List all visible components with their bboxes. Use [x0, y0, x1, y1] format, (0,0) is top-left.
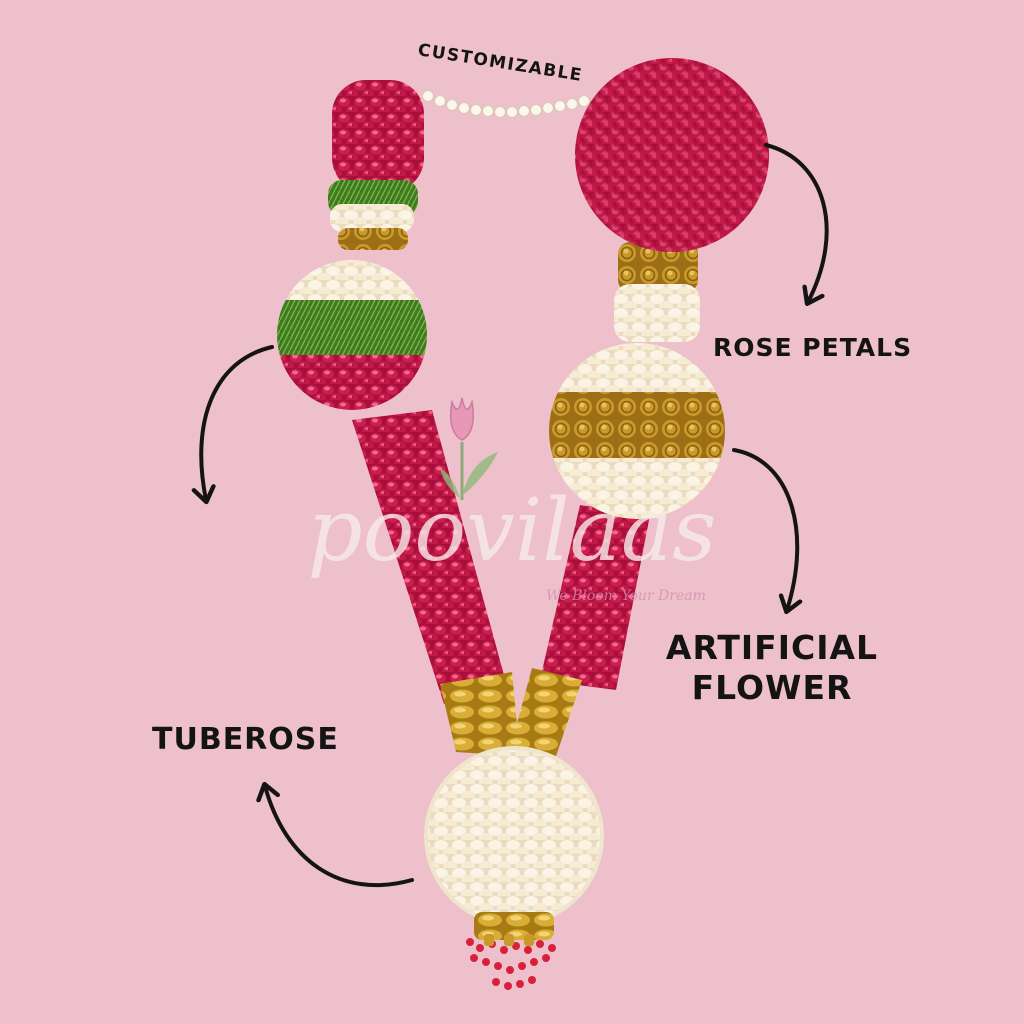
tuberose-pendant [424, 668, 604, 990]
brand-wordmark: poovilaas [308, 481, 717, 581]
rose-petals-arrow [764, 143, 829, 302]
rose-petals-label: ROSE PETALS [713, 333, 913, 362]
brand-watermark: poovilaas We Bloom Your Dream [308, 397, 717, 604]
garland-right-strand [540, 242, 700, 690]
artificial-flower-arrow [732, 448, 797, 610]
left-medallion-arrow [201, 345, 274, 500]
brand-tagline: We Bloom Your Dream [546, 588, 706, 604]
rose-petals-closeup [575, 58, 769, 252]
artificial-flower-label: ARTIFICIAL FLOWER [652, 628, 892, 708]
annotation-arrows [201, 143, 829, 888]
left-medallion [277, 260, 427, 410]
bead-tassel [466, 938, 556, 990]
tuberose-arrow [265, 786, 414, 888]
artificial-flower-line-2: FLOWER [691, 668, 853, 707]
tuberose-label: TUBEROSE [152, 722, 339, 757]
pearl-chain [422, 90, 593, 118]
tulip-icon [440, 397, 498, 500]
garland-left-strand [328, 80, 508, 704]
artificial-flower-line-1: ARTIFICIAL [665, 628, 879, 667]
